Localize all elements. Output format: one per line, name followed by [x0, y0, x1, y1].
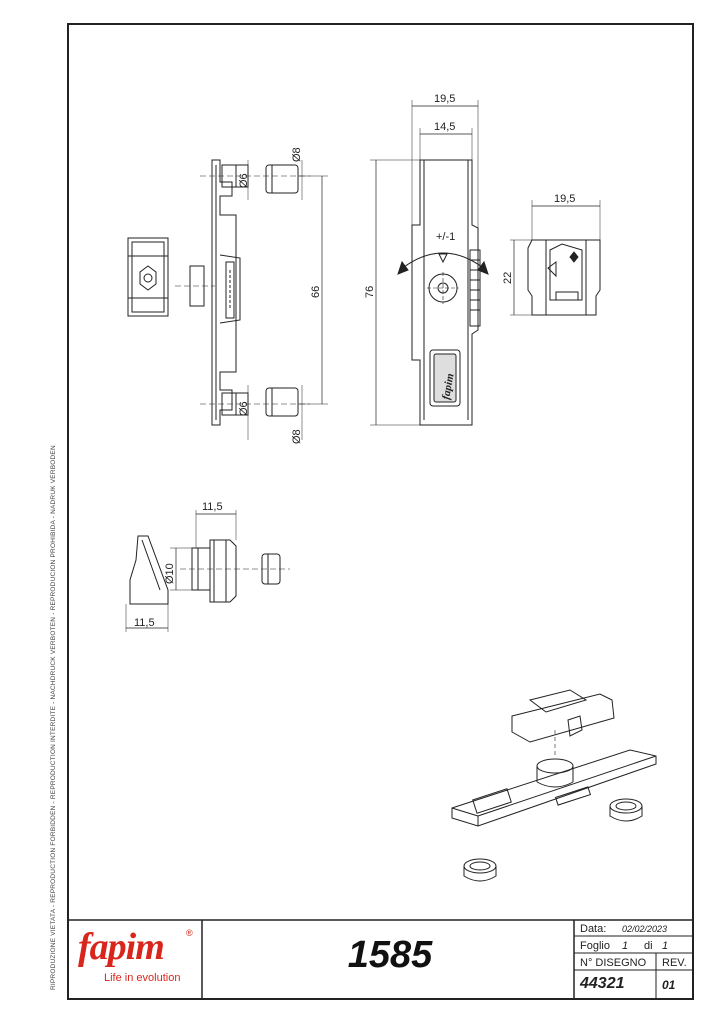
revision-label: REV. — [662, 957, 687, 969]
exploded-side-view — [125, 510, 290, 632]
side-view — [200, 159, 328, 440]
sheet-of-label: di — [644, 940, 653, 952]
dim-cap-diameter-bottom: Ø8 — [291, 429, 303, 444]
front-view — [370, 100, 489, 426]
dim-hole-spacing: 66 — [310, 286, 322, 298]
dim-front-height: 76 — [364, 286, 376, 298]
dim-exploded-diameter: Ø10 — [164, 563, 176, 584]
dim-pin-diameter-bottom: Ø6 — [238, 401, 250, 416]
dim-exploded-base-width: 11,5 — [134, 617, 155, 629]
fapim-logo: fapim — [78, 926, 165, 968]
drawing-number-label: N° DISEGNO — [580, 957, 647, 969]
registered-mark: ® — [186, 928, 193, 938]
title-block — [68, 919, 693, 999]
part-number: 1585 — [347, 934, 433, 976]
dim-cap-diameter-top: Ø8 — [291, 147, 303, 162]
dim-rotation-tolerance: +/-1 — [436, 231, 455, 243]
drawing-number: 44321 — [580, 975, 625, 992]
dim-front-width-outer: 19,5 — [434, 93, 455, 105]
date-value: 02/02/2023 — [622, 924, 668, 934]
dim-end-height: 22 — [502, 272, 514, 284]
dim-pin-diameter-top: Ø6 — [238, 173, 250, 188]
front-logo-text: fapim — [440, 372, 456, 400]
end-view — [510, 200, 601, 316]
dim-exploded-width: 11,5 — [202, 501, 223, 513]
sheet-number: 1 — [622, 940, 629, 952]
block-end-view — [127, 237, 215, 317]
reproduction-notice: RIPRODUZIONE VIETATA - REPRODUCTION FORB… — [50, 445, 57, 990]
drawing-frame — [67, 23, 694, 1000]
dim-end-width: 19,5 — [554, 193, 575, 205]
isometric-view — [451, 689, 657, 882]
dim-front-width-inner: 14,5 — [434, 121, 455, 133]
logo-tagline: Life in evolution — [104, 972, 181, 984]
revision-number: 01 — [662, 978, 676, 992]
date-label: Data: — [580, 923, 607, 935]
sheet-total: 1 — [662, 940, 669, 952]
sheet-label: Foglio — [580, 940, 610, 952]
